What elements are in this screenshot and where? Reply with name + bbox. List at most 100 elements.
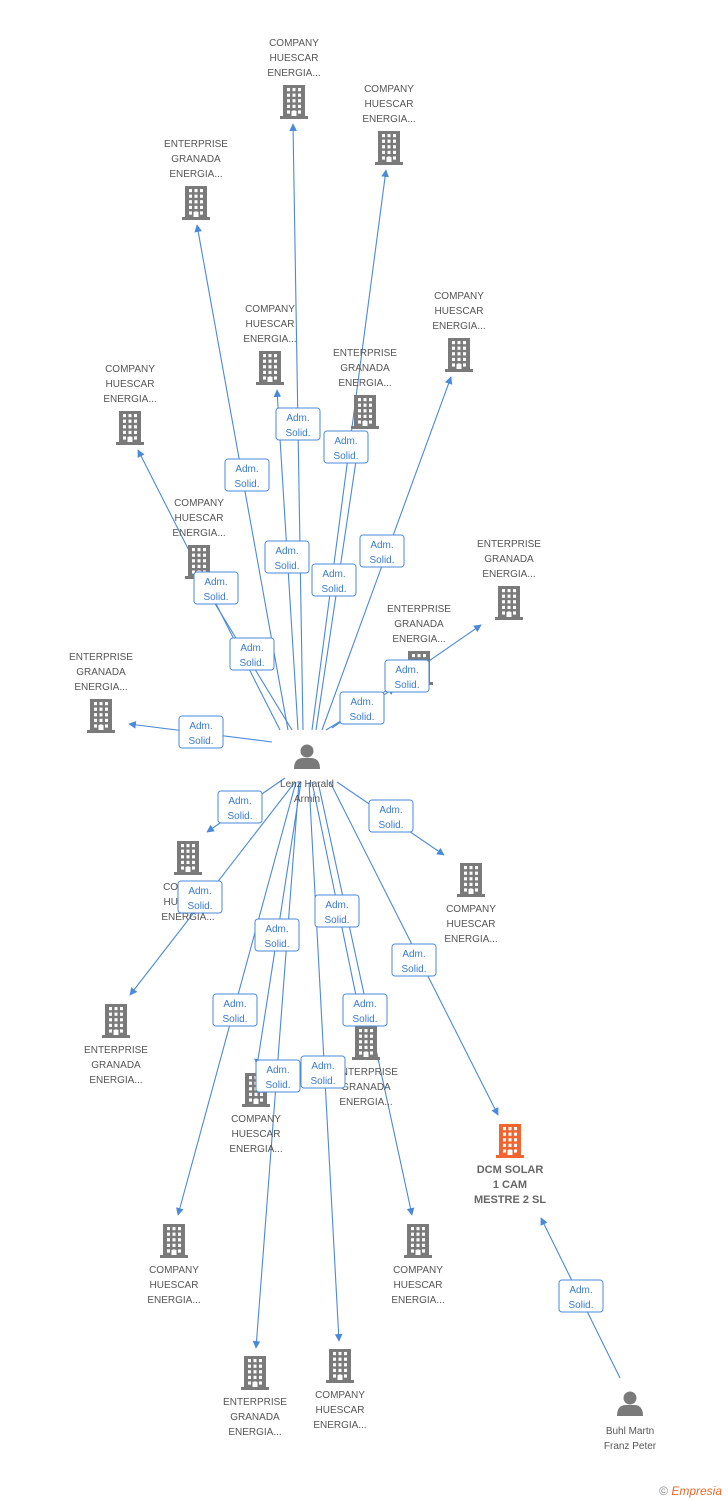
building-icon — [352, 1026, 380, 1060]
relation-badge[interactable]: Adm.Solid. — [264, 540, 310, 574]
relation-badge[interactable]: Adm.Solid. — [300, 1055, 346, 1089]
node-label-line: ENTERPRISE — [477, 539, 541, 550]
node-label-line: HUESCAR — [394, 1280, 443, 1291]
relation-badge[interactable]: Adm.Solid. — [224, 458, 270, 492]
relation-badge[interactable]: Adm.Solid. — [314, 894, 360, 928]
relation-badge[interactable]: Adm.Solid. — [339, 691, 385, 725]
company-node[interactable]: ENTERPRISEGRANADAENERGIA... — [84, 1004, 148, 1086]
badge-box — [255, 1059, 301, 1093]
node-label-line: ENERGIA... — [74, 682, 127, 693]
relation-badge[interactable]: Adm.Solid. — [254, 918, 300, 952]
badge-box — [264, 540, 310, 574]
node-label-line: Armin — [294, 794, 320, 805]
badge-text: Solid. — [227, 811, 252, 822]
node-label-line: ENERGIA... — [339, 1097, 392, 1108]
building-icon — [174, 841, 202, 875]
relation-badge[interactable]: Adm.Solid. — [368, 799, 414, 833]
badge-box — [177, 880, 223, 914]
node-label-line: COMPANY — [446, 904, 496, 915]
company-node[interactable]: ENTERPRISEGRANADAENERGIA... — [477, 539, 541, 620]
company-node[interactable]: COMPANYHUESCARENERGIA... — [172, 498, 226, 579]
company-node[interactable]: ENTERPRISEGRANADAENERGIA... — [223, 1356, 287, 1438]
badge-box — [384, 659, 430, 693]
node-label-line: ENERGIA... — [89, 1075, 142, 1086]
company-node[interactable]: COMPANYHUESCARENERGIA... — [103, 364, 157, 445]
company-node[interactable]: ENTERPRISEGRANADAENERGIA... — [69, 652, 133, 733]
badge-text: Solid. — [239, 658, 264, 669]
node-label-line: HUESCAR — [365, 99, 414, 110]
node-label-line: ENTERPRISE — [334, 1067, 398, 1078]
badge-text: Solid. — [401, 964, 426, 975]
building-icon — [87, 699, 115, 733]
badge-box — [217, 790, 263, 824]
relation-badge[interactable]: Adm.Solid. — [384, 659, 430, 693]
building-icon — [457, 863, 485, 897]
relation-badge[interactable]: Adm.Solid. — [178, 715, 224, 749]
relation-badge[interactable]: Adm.Solid. — [177, 880, 223, 914]
badge-text: Adm. — [322, 569, 345, 580]
node-label-line: ENERGIA... — [172, 528, 225, 539]
badge-text: Adm. — [235, 464, 258, 475]
relation-badge[interactable]: Adm.Solid. — [217, 790, 263, 824]
badge-box — [254, 918, 300, 952]
building-icon — [326, 1349, 354, 1383]
badge-box — [193, 571, 239, 605]
company-node[interactable]: COMPANYHUESCARENERGIA... — [267, 38, 321, 119]
company-node[interactable]: COMPANYHUESCARENERGIA... — [313, 1349, 367, 1431]
node-label-line: Franz Peter — [604, 1441, 657, 1452]
relation-badge[interactable]: Adm.Solid. — [193, 571, 239, 605]
company-node[interactable]: ENTERPRISE GRANADA ENERGIA... — [334, 1026, 398, 1108]
company-node[interactable]: COMPANY HUESCAR ENERGIA... — [444, 863, 498, 945]
relation-badge[interactable]: Adm.Solid. — [342, 993, 388, 1027]
node-label-line: GRANADA — [341, 1082, 391, 1093]
relation-badge[interactable]: Adm.Solid. — [323, 430, 369, 464]
building-icon — [241, 1356, 269, 1390]
relation-badge[interactable]: Adm.Solid. — [212, 993, 258, 1027]
relation-badge[interactable]: Adm. Solid. — [311, 563, 357, 597]
node-label-line: Lenz Harald — [280, 779, 334, 790]
building-icon — [102, 1004, 130, 1038]
node-label-line: ENERGIA... — [391, 1295, 444, 1306]
node-label-line: ENERGIA... — [229, 1144, 282, 1155]
badge-box — [558, 1279, 604, 1313]
company-node[interactable]: COMPANYHUESCARENERGIA... — [147, 1224, 201, 1306]
badge-box — [339, 691, 385, 725]
node-label-line: HUESCAR — [447, 919, 496, 930]
node-label-line: ENERGIA... — [228, 1427, 281, 1438]
badge-text: Adm. — [189, 721, 212, 732]
relation-badge[interactable]: Adm.Solid. — [359, 534, 405, 568]
node-label-line: ENERGIA... — [432, 321, 485, 332]
node-label-line: COMPANY — [174, 498, 224, 509]
building-icon — [351, 395, 379, 429]
node-label-line: HUESCAR — [106, 379, 155, 390]
badge-text: Adm. — [204, 577, 227, 588]
badge-text: Solid. — [321, 584, 346, 595]
node-label-line: COMPANY — [315, 1390, 365, 1401]
relation-badge[interactable]: Adm.Solid. — [255, 1059, 301, 1093]
badge-box — [359, 534, 405, 568]
company-node[interactable]: COMPANYHUESCARENERGIA... — [362, 84, 416, 165]
brand-logo[interactable]: Empresia — [671, 1484, 722, 1498]
badge-text: Adm. — [379, 805, 402, 816]
badge-text: Solid. — [222, 1014, 247, 1025]
company-node[interactable]: COMPANYHUESCARENERGIA... — [243, 304, 297, 385]
relation-badge[interactable]: Adm.Solid. — [275, 407, 321, 441]
node-label-line: ENERGIA... — [482, 569, 535, 580]
company-node[interactable]: ENTERPRISEGRANADAENERGIA... — [333, 348, 397, 429]
badge-box — [229, 637, 275, 671]
company-node[interactable]: COMPANYHUESCARENERGIA... — [391, 1224, 445, 1306]
badge-text: Adm. — [334, 436, 357, 447]
relation-badge[interactable]: Adm.Solid. — [229, 637, 275, 671]
node-label-line: ENERGIA... — [313, 1420, 366, 1431]
relation-badge[interactable]: Adm.Solid. — [558, 1279, 604, 1313]
badge-text: Solid. — [265, 1080, 290, 1091]
relation-badge[interactable]: Adm.Solid. — [391, 943, 437, 977]
node-label-line: ENERGIA... — [444, 934, 497, 945]
node-label-line: ENERGIA... — [161, 912, 214, 923]
node-label-line: HUESCAR — [246, 319, 295, 330]
company-node[interactable]: ENTERPRISEGRANADAENERGIA... — [164, 139, 228, 220]
company-node[interactable]: COMPANYHUESCARENERGIA... — [432, 291, 486, 372]
